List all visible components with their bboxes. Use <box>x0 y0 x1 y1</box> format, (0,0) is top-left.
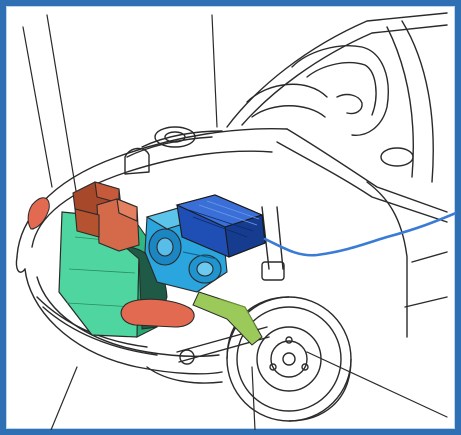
control-unit <box>72 181 140 252</box>
diagram-canvas <box>6 6 456 430</box>
controller-housing <box>175 194 266 258</box>
car-body-outline <box>15 12 448 430</box>
car-cutaway-diagram <box>15 12 456 430</box>
headlight-accent <box>27 197 50 230</box>
power-cable <box>263 211 456 257</box>
drive-shaft <box>192 291 263 346</box>
lower-pad <box>120 298 195 328</box>
